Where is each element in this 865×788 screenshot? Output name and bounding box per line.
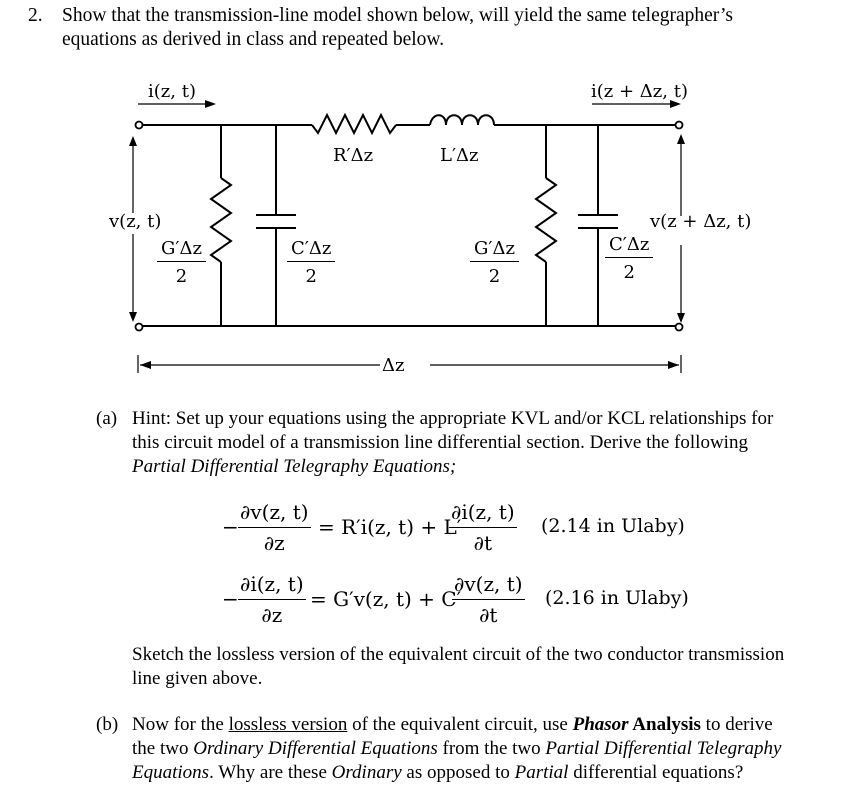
question-line-1: Show that the transmission-line model sh… [62,5,733,26]
eq2-rhs-fraction: ∂v(z, t) ∂t [452,572,525,627]
terminal-top-right [674,120,684,130]
circuit-diagram [129,100,685,373]
sketch-line-2: line given above. [132,668,263,689]
question-line-2: equations as derived in class and repeat… [62,29,445,50]
part-b-line-3: Equations. Why are these Ordinary as opp… [132,762,744,783]
sketch-line-1: Sketch the lossless version of the equiv… [132,644,785,665]
dz-label: Δz [382,355,405,376]
eq1-reference: (2.14 in Ulaby) [541,515,685,537]
eq1-lhs-fraction: ∂v(z, t) ∂z [238,500,311,555]
conductance-left [209,177,233,263]
eq2-middle: = G′v(z, t) + C′ [310,587,462,611]
eq1-minus: − [222,515,239,539]
terminal-bottom-right [674,322,684,332]
eq2-reference: (2.16 in Ulaby) [545,587,689,609]
voltage-out-label: v(z + Δz, t) [650,211,752,232]
part-a-line-3: Partial Differential Telegraphy Equation… [132,456,457,477]
part-a-label: (a) [96,408,118,429]
resistor-series [311,112,397,136]
conductance-right [534,177,558,263]
capacitance-left-label: C′Δz 2 [287,238,336,287]
part-b-line-1: Now for the lossless version of the equi… [132,714,773,735]
voltage-in-label: v(z, t) [109,211,162,232]
part-a-line-2: this circuit model of a transmission lin… [132,432,748,453]
eq1-middle: = R′i(z, t) + L′ [318,515,462,539]
inductor [429,114,495,126]
current-out-label: i(z + Δz, t) [591,81,688,102]
conductance-right-label: G′Δz 2 [470,238,519,287]
inductor-label: L′Δz [440,145,479,166]
capacitance-right-label: C′Δz 2 [605,234,654,283]
eq1-rhs-fraction: ∂i(z, t) ∂t [449,500,517,555]
part-a-line-1: Hint: Set up your equations using the ap… [132,408,774,429]
terminal-bottom-left [134,322,144,332]
conductance-left-label: G′Δz 2 [157,238,206,287]
terminal-top-left [134,120,144,130]
resistor-label: R′Δz [333,145,374,166]
eq2-lhs-fraction: ∂i(z, t) ∂z [238,572,306,627]
current-in-label: i(z, t) [148,81,196,102]
part-b-label: (b) [96,714,119,735]
question-number: 2. [28,5,43,26]
eq2-minus: − [222,587,239,611]
part-b-line-2: the two Ordinary Differential Equations … [132,738,782,759]
